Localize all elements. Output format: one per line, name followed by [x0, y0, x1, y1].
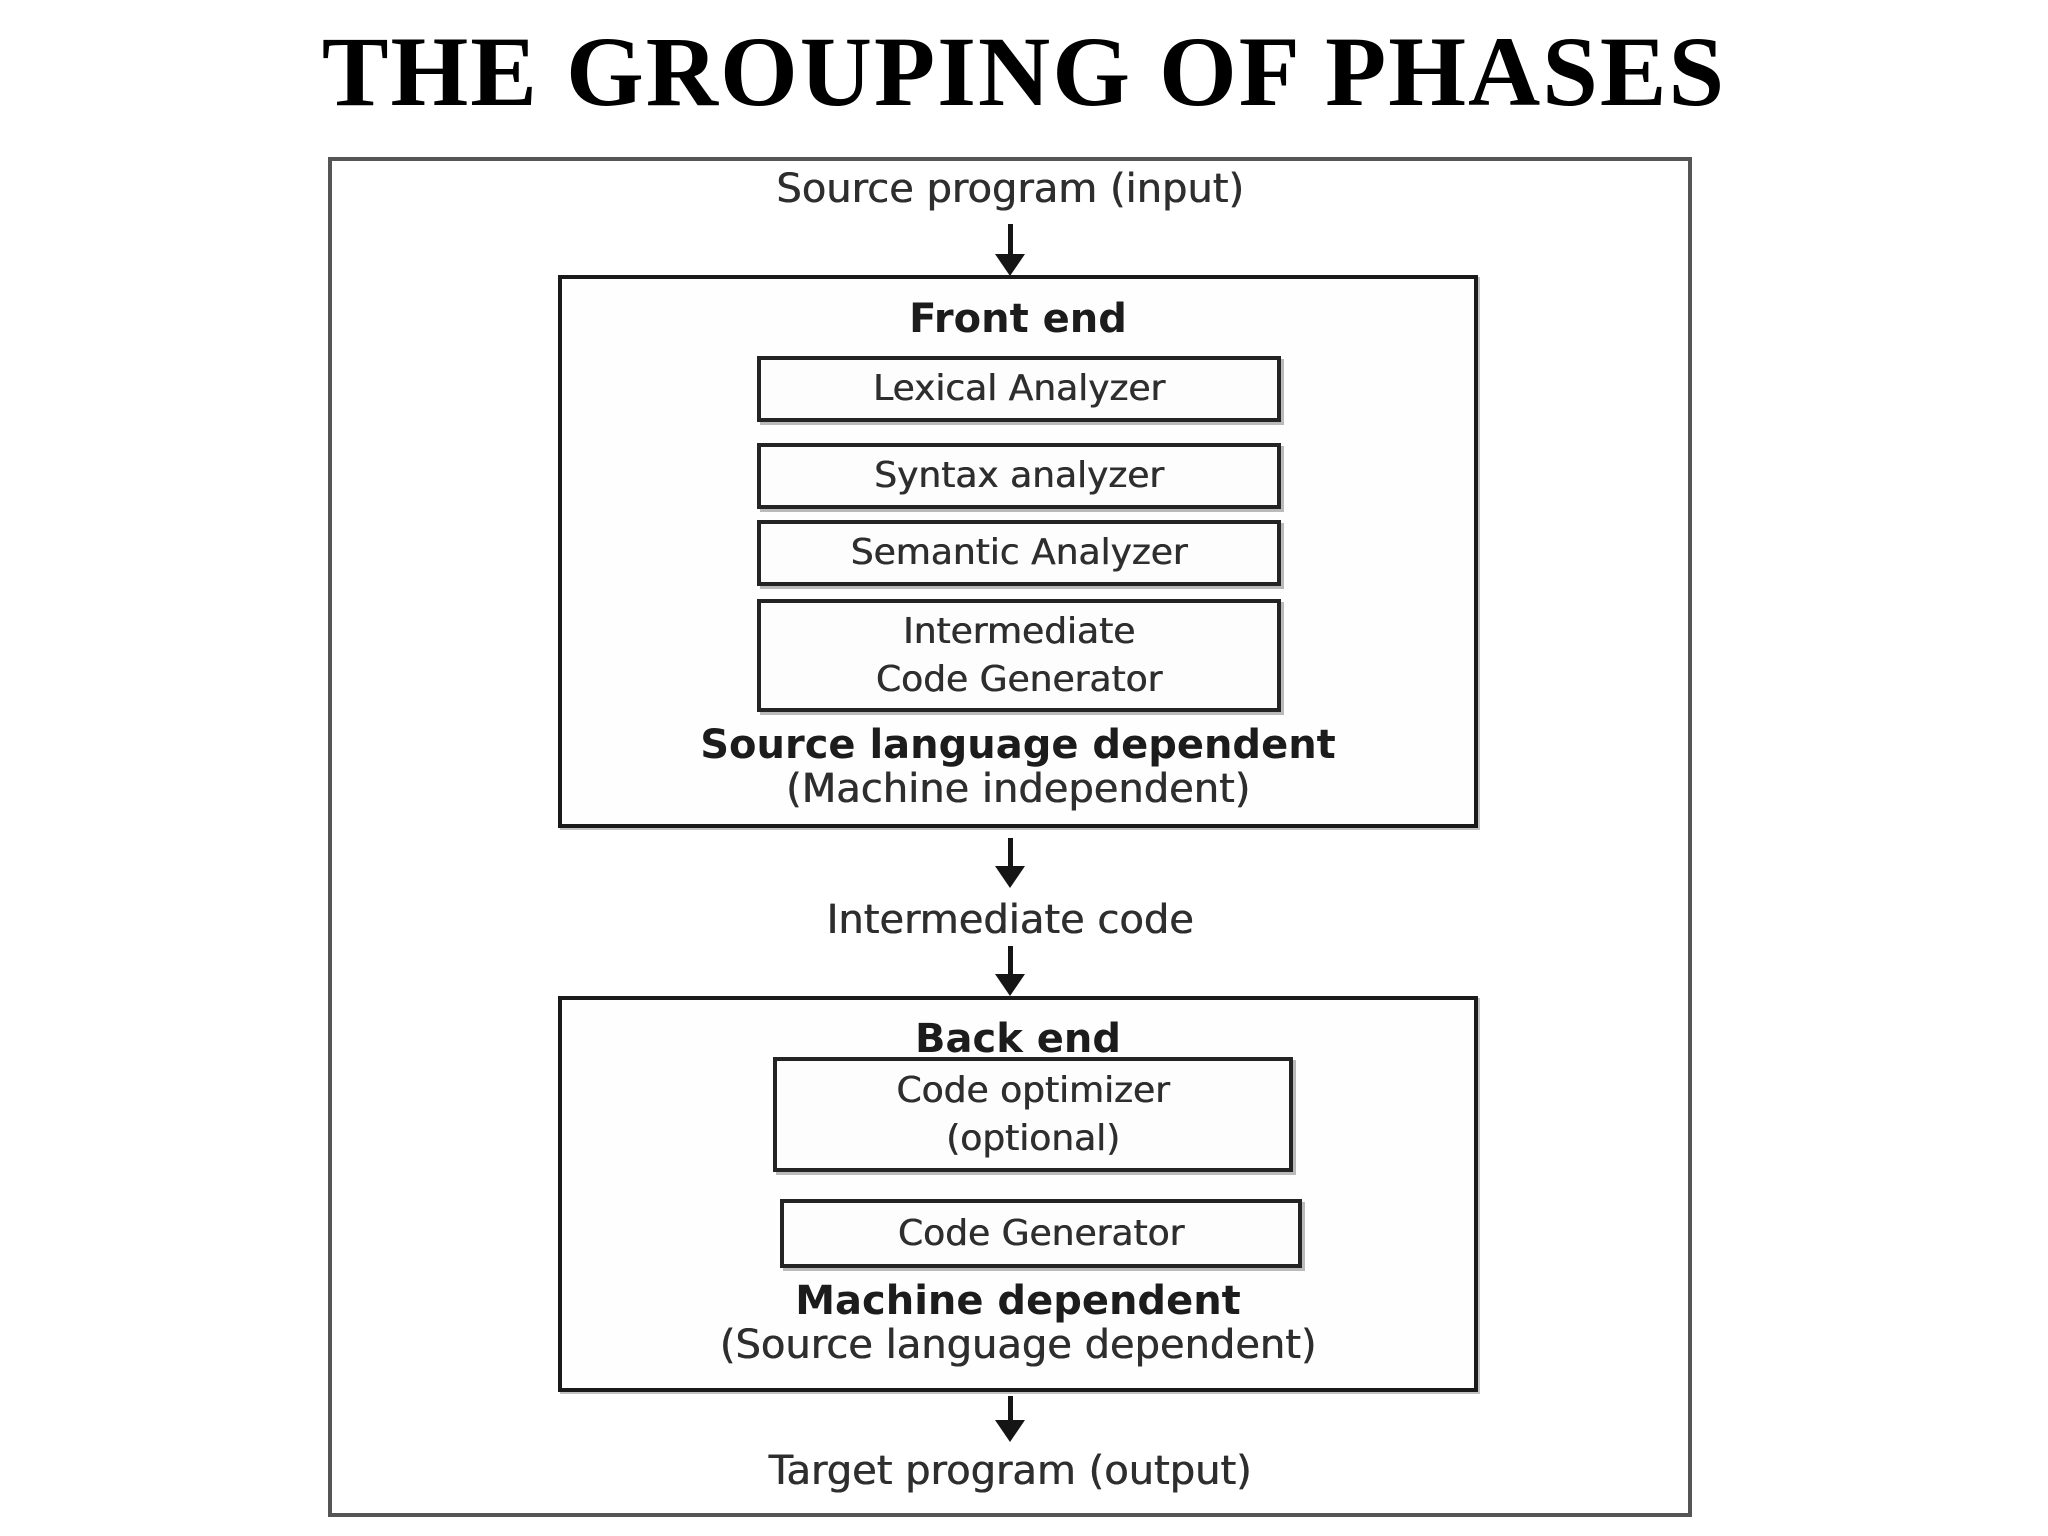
- phase-label: Syntax analyzer: [874, 455, 1164, 497]
- arrow-down-icon: [995, 1396, 1025, 1442]
- phase-box-syntax-analyzer: Syntax analyzer: [757, 443, 1281, 509]
- arrow-down-icon: [995, 838, 1025, 888]
- arrow-shaft: [1007, 224, 1013, 254]
- arrow-head: [995, 254, 1025, 276]
- page-title: THE GROUPING OF PHASES: [321, 16, 1727, 127]
- back-end-dependency-label: Machine dependent: [795, 1278, 1241, 1324]
- arrow-down-icon: [995, 946, 1025, 996]
- phase-box-intermediate-code-generator: Intermediate Code Generator: [757, 599, 1281, 712]
- phase-label-line-1: Code optimizer: [896, 1069, 1170, 1111]
- arrow-shaft: [1007, 838, 1013, 866]
- front-end-dependency-note: (Machine independent): [785, 766, 1251, 812]
- back-end-label: Back end: [915, 1016, 1121, 1062]
- phase-box-semantic-analyzer: Semantic Analyzer: [757, 520, 1281, 586]
- phase-label-line-1: Intermediate: [902, 610, 1136, 652]
- phase-label-line-2: Code Generator: [875, 658, 1163, 700]
- arrow-head: [995, 1420, 1025, 1442]
- phase-box-lexical-analyzer: Lexical Analyzer: [757, 356, 1281, 422]
- arrow-head: [995, 974, 1025, 996]
- phase-box-code-generator: Code Generator: [780, 1199, 1302, 1268]
- arrow-shaft: [1007, 946, 1013, 974]
- phase-label: Semantic Analyzer: [850, 532, 1188, 574]
- source-program-label: Source program (input): [776, 166, 1244, 212]
- intermediate-code-label: Intermediate code: [826, 897, 1194, 943]
- phase-box-code-optimizer: Code optimizer (optional): [773, 1057, 1293, 1172]
- back-end-dependency-note: (Source language dependent): [719, 1322, 1317, 1368]
- front-end-label: Front end: [909, 296, 1127, 342]
- arrow-head: [995, 866, 1025, 888]
- front-end-dependency-label: Source language dependent: [700, 722, 1336, 768]
- arrow-shaft: [1007, 1396, 1013, 1420]
- phase-label: Lexical Analyzer: [872, 368, 1166, 410]
- arrow-down-icon: [995, 224, 1025, 276]
- phase-label-line-2: (optional): [946, 1117, 1120, 1159]
- target-program-label: Target program (output): [768, 1448, 1252, 1494]
- phase-label: Code Generator: [897, 1212, 1185, 1254]
